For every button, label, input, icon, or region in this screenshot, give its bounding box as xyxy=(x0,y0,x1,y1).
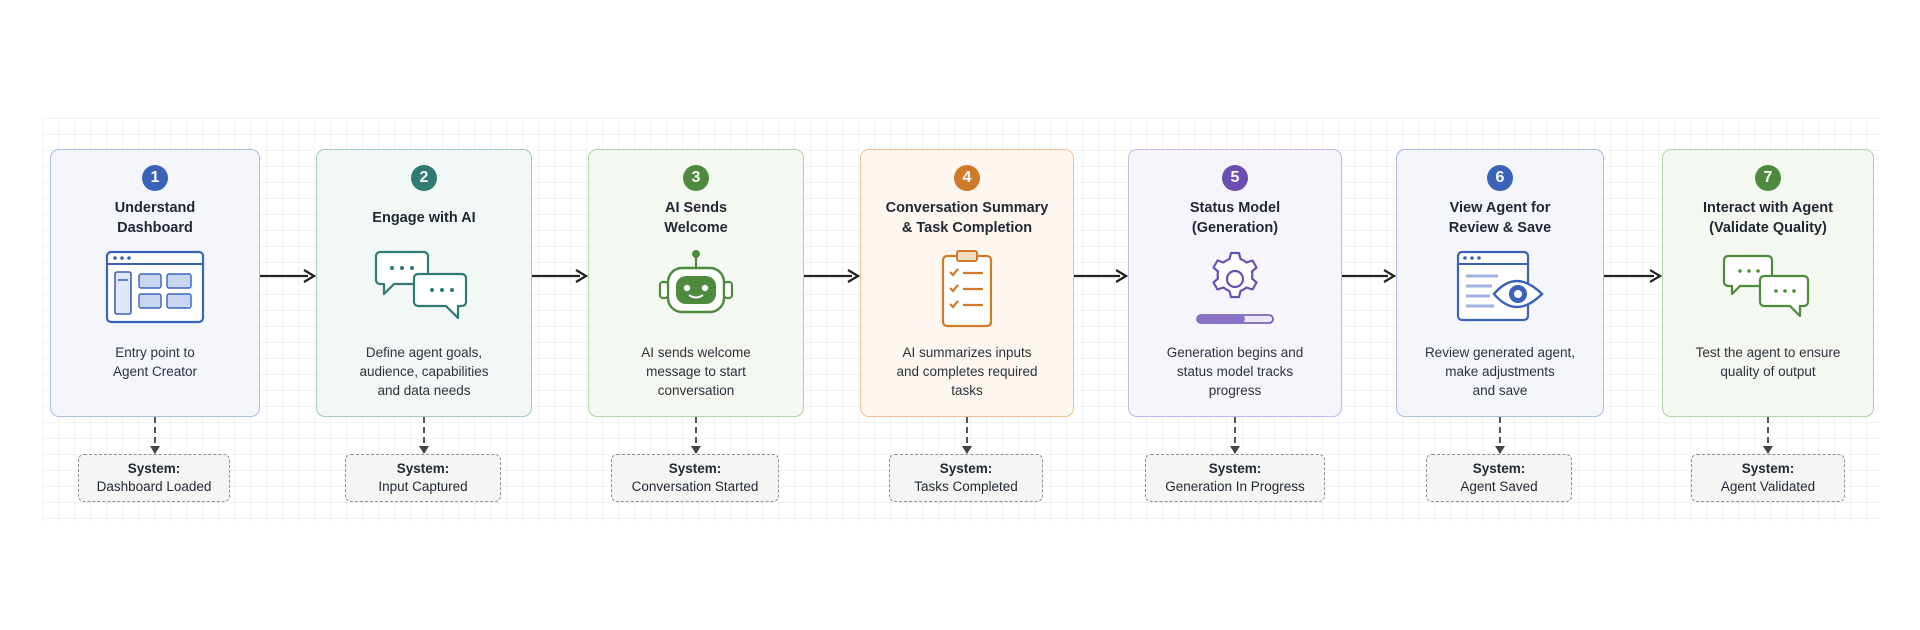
step-1-connector xyxy=(154,417,156,453)
step-5-description: Generation begins and status model track… xyxy=(1166,345,1304,398)
step-3-card: 3 AI Sends Welcome AI sends welcome mess… xyxy=(588,149,804,417)
step-6-description: Review generated agent, make adjustments… xyxy=(1424,345,1576,398)
arrow-5-to-6 xyxy=(1342,269,1396,283)
step-4-title: Conversation Summary & Task Completion xyxy=(885,200,1049,236)
step-6-badge: 6 xyxy=(1487,165,1513,191)
clipboard-checklist-icon xyxy=(917,245,1017,331)
step-4-connector xyxy=(966,417,968,453)
step-7-connector-head xyxy=(1763,446,1773,454)
window-eye-icon xyxy=(1450,245,1550,331)
step-6-card: 6 View Agent for Review & Save Review ge… xyxy=(1396,149,1604,417)
step-1-connector-head xyxy=(150,446,160,454)
step-2-connector-head xyxy=(419,446,429,454)
step-6-connector-head xyxy=(1495,446,1505,454)
chat-bubbles-icon xyxy=(1718,245,1818,331)
step-7-connector xyxy=(1767,417,1769,453)
step-6-title: View Agent for Review & Save xyxy=(1448,200,1552,236)
step-2-card: 2 Engage with AI Define agent goals, aud… xyxy=(316,149,532,417)
step-7-description: Test the agent to ensure quality of outp… xyxy=(1695,345,1841,379)
step-7-title: Interact with Agent (Validate Quality) xyxy=(1703,200,1833,236)
step-4-description: AI summarizes inputs and completes requi… xyxy=(896,345,1038,398)
arrow-6-to-7 xyxy=(1604,269,1662,283)
arrow-4-to-5 xyxy=(1074,269,1128,283)
step-5-card: 5 Status Model (Generation) Generation b… xyxy=(1128,149,1342,417)
gear-progress-icon xyxy=(1185,245,1285,331)
step-5-system-status: System: Generation In Progress xyxy=(1145,454,1325,502)
step-3-badge: 3 xyxy=(683,165,709,191)
step-1-system-status: System: Dashboard Loaded xyxy=(78,454,230,502)
step-6-connector xyxy=(1499,417,1501,453)
step-7-card: 7 Interact with Agent (Validate Quality)… xyxy=(1662,149,1874,417)
arrow-3-to-4 xyxy=(804,269,860,283)
step-5-badge: 5 xyxy=(1222,165,1248,191)
step-4-system-status: System: Tasks Completed xyxy=(889,454,1043,502)
step-5-connector xyxy=(1234,417,1236,453)
step-1-title: Understand Dashboard xyxy=(114,200,196,236)
step-6-system-status: System: Agent Saved xyxy=(1426,454,1572,502)
step-7-system-status: System: Agent Validated xyxy=(1691,454,1845,502)
step-1-card: 1 Understand Dashboard Entry point to Ag… xyxy=(50,149,260,417)
arrow-2-to-3 xyxy=(532,269,588,283)
step-2-title: Engage with AI xyxy=(372,210,476,226)
step-7-badge: 7 xyxy=(1755,165,1781,191)
chat-bubbles-icon xyxy=(374,245,474,331)
step-2-badge: 2 xyxy=(411,165,437,191)
step-1-description: Entry point to Agent Creator xyxy=(112,345,198,379)
step-3-connector-head xyxy=(691,446,701,454)
step-4-badge: 4 xyxy=(954,165,980,191)
step-5-title: Status Model (Generation) xyxy=(1189,200,1281,236)
step-1-badge: 1 xyxy=(142,165,168,191)
step-2-connector xyxy=(423,417,425,453)
robot-icon xyxy=(646,245,746,331)
step-4-connector-head xyxy=(962,446,972,454)
step-2-system-status: System: Input Captured xyxy=(345,454,501,502)
step-5-connector-head xyxy=(1230,446,1240,454)
step-3-description: AI sends welcome message to start conver… xyxy=(641,345,751,398)
dashboard-icon xyxy=(105,245,205,331)
step-3-system-status: System: Conversation Started xyxy=(611,454,779,502)
arrow-1-to-2 xyxy=(260,269,316,283)
step-3-title: AI Sends Welcome xyxy=(664,200,728,236)
step-4-card: 4 Conversation Summary & Task Completion… xyxy=(860,149,1074,417)
step-3-connector xyxy=(695,417,697,453)
step-2-description: Define agent goals, audience, capabiliti… xyxy=(359,345,489,398)
